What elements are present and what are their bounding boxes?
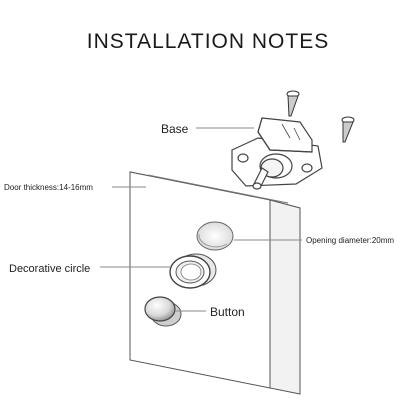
screw-left <box>286 90 300 117</box>
label-door-thickness: Door thickness:14-16mm <box>4 183 93 192</box>
opening-hole <box>196 221 234 251</box>
door-panel <box>129 171 301 395</box>
latch-base <box>231 117 323 190</box>
decorative-ring <box>169 253 217 289</box>
door-panel-side-face <box>269 199 301 395</box>
door-panel-top-edge <box>147 174 289 204</box>
leader-lines <box>100 127 302 312</box>
push-button <box>144 296 182 327</box>
screw-hole-left <box>237 153 249 163</box>
label-button: Button <box>210 305 245 319</box>
label-decorative-circle: Decorative circle <box>9 263 90 275</box>
page-title: INSTALLATION NOTES <box>86 30 330 53</box>
label-opening-diameter: Opening diameter:20mm <box>306 236 394 245</box>
screw-hole-right <box>301 163 313 173</box>
screw-right <box>341 116 355 143</box>
label-base: Base <box>161 122 189 136</box>
